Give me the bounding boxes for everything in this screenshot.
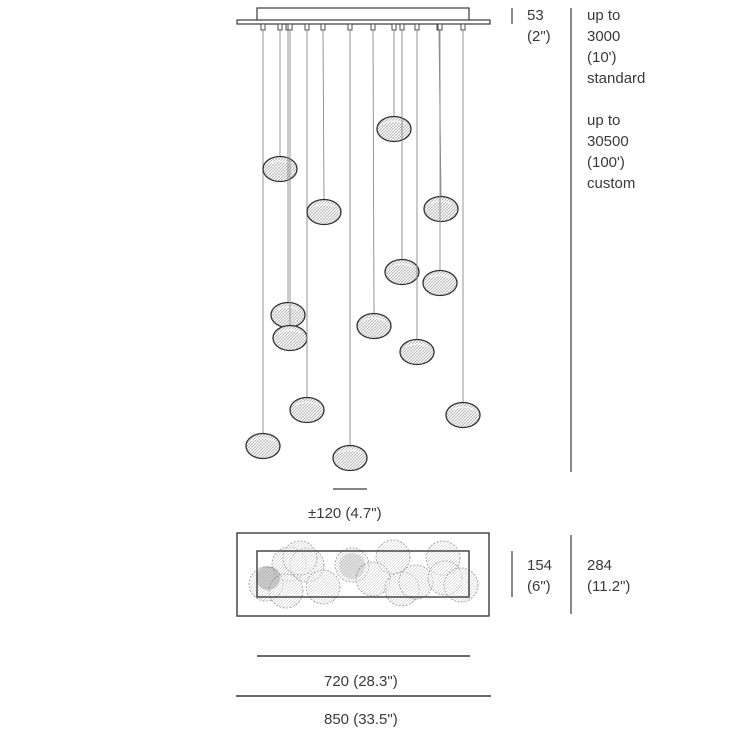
cord-attachment bbox=[304, 23, 310, 31]
glass-globe bbox=[289, 396, 325, 424]
cord-attachment bbox=[391, 23, 397, 31]
globe-highlight bbox=[312, 203, 336, 208]
globe-highlight bbox=[390, 263, 414, 268]
outer-depth-in: (11.2") bbox=[587, 578, 631, 595]
globe-highlight bbox=[295, 401, 319, 406]
globe-shadow bbox=[256, 566, 280, 590]
elevation-view bbox=[245, 23, 481, 472]
standard-drop-line-2: 3000 bbox=[587, 28, 621, 45]
globe-highlight bbox=[405, 343, 429, 348]
globe-plan-outline bbox=[268, 573, 304, 609]
glass-globe bbox=[423, 195, 459, 223]
globe-highlight bbox=[251, 437, 275, 442]
custom-drop-line-3: (100') bbox=[587, 154, 625, 171]
cord-attachment bbox=[320, 23, 326, 31]
cord-attachment bbox=[370, 23, 376, 31]
glass-globe bbox=[399, 338, 435, 366]
globe-plan-outline bbox=[375, 539, 411, 575]
standard-drop-line-1: up to bbox=[587, 7, 621, 24]
canopy-height-label: 53 (2") bbox=[527, 5, 551, 47]
glass-globe bbox=[356, 312, 392, 340]
globe-highlight bbox=[338, 449, 362, 454]
globe-highlight bbox=[451, 406, 475, 411]
globe-plan-outline bbox=[282, 540, 318, 576]
inner-width-label: 720 (28.3") bbox=[324, 673, 398, 690]
cord-attachment bbox=[460, 23, 466, 31]
glass-globe bbox=[270, 301, 306, 329]
globe-shadow bbox=[339, 553, 365, 579]
standard-drop-label: up to 3000 (10') standard bbox=[587, 5, 645, 89]
globe-highlight bbox=[429, 200, 453, 205]
pendant-offset-label: ±120 (4.7") bbox=[308, 505, 382, 522]
cord-attachment bbox=[399, 23, 405, 31]
inner-depth-in: (6") bbox=[527, 578, 551, 595]
pendant-cord bbox=[322, 29, 325, 201]
glass-globe bbox=[376, 115, 412, 143]
inner-depth-mm: 154 bbox=[527, 557, 553, 574]
globe-highlight bbox=[362, 317, 386, 322]
custom-drop-line-2: 30500 bbox=[587, 133, 629, 150]
inner-canopy-outline bbox=[256, 550, 470, 598]
glass-globe bbox=[445, 401, 481, 429]
standard-drop-line-4: standard bbox=[587, 70, 646, 87]
cord-attachment bbox=[287, 23, 293, 31]
glass-globe bbox=[306, 198, 342, 226]
custom-drop-line-4: custom bbox=[587, 175, 636, 192]
glass-globe bbox=[245, 432, 281, 460]
cord-attachment bbox=[437, 23, 443, 31]
inner-depth-label: 154 (6") bbox=[527, 555, 552, 597]
canopy bbox=[236, 7, 491, 25]
cord-attachment bbox=[414, 23, 420, 31]
glass-globe bbox=[384, 258, 420, 286]
cord-attachment bbox=[260, 23, 266, 31]
cord-attachment bbox=[347, 23, 353, 31]
canopy-height-mm: 53 bbox=[527, 7, 544, 24]
pendant-cord bbox=[372, 29, 375, 315]
outer-depth-label: 284 (11.2") bbox=[587, 555, 630, 597]
plan-view bbox=[236, 532, 490, 617]
globe-highlight bbox=[268, 160, 292, 165]
globe-plan-outline bbox=[305, 569, 341, 605]
globe-highlight bbox=[276, 306, 300, 311]
globe-highlight bbox=[428, 274, 452, 279]
glass-globe bbox=[422, 269, 458, 297]
outer-width-label: 850 (33.5") bbox=[324, 711, 398, 728]
custom-drop-label: up to 30500 (100') custom bbox=[587, 110, 635, 194]
glass-globe bbox=[262, 155, 298, 183]
glass-globe bbox=[272, 324, 308, 352]
standard-drop-line-3: (10') bbox=[587, 49, 617, 66]
globe-highlight bbox=[278, 329, 302, 334]
custom-drop-line-1: up to bbox=[587, 112, 621, 129]
glass-globe bbox=[332, 444, 368, 472]
globe-highlight bbox=[382, 120, 406, 125]
canopy-height-in: (2") bbox=[527, 28, 551, 45]
globe-plan-outline bbox=[398, 564, 434, 600]
outer-depth-mm: 284 bbox=[587, 557, 613, 574]
cord-attachment bbox=[277, 23, 283, 31]
